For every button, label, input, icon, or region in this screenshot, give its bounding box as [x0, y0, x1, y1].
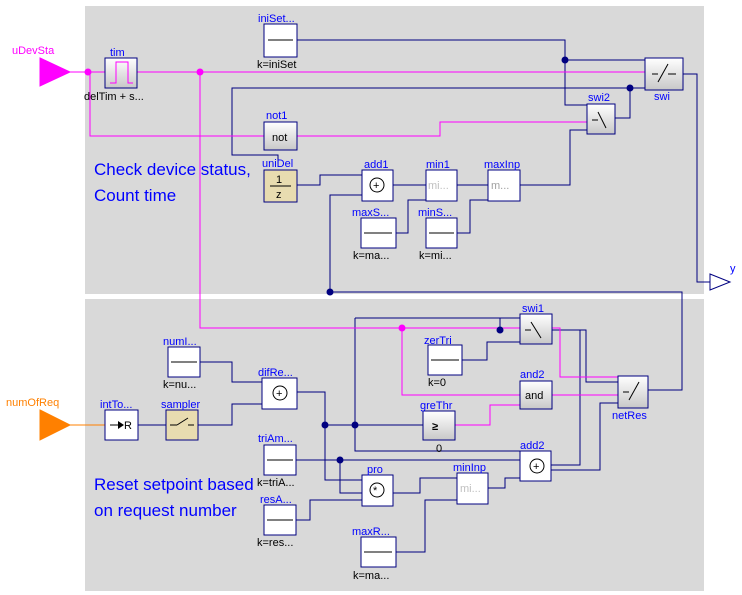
maxR-name: maxR...	[352, 526, 390, 538]
input-uDevSta[interactable]: uDevSta	[12, 45, 72, 87]
block-minInp[interactable]: mi... minInp	[453, 462, 489, 505]
block-swi1[interactable]: swi1	[519, 303, 553, 345]
block-maxR[interactable]: maxR... k=ma...	[352, 526, 397, 582]
swi-name: swi	[654, 91, 670, 103]
block-tim[interactable]: tim delTim + s...	[84, 47, 144, 103]
comment-top-line2: Count time	[94, 186, 176, 205]
uniDel-top: 1	[276, 174, 282, 186]
intTo-text: R	[124, 420, 132, 432]
block-add2[interactable]: + add2	[519, 440, 552, 482]
block-numI[interactable]: numI... k=nu...	[163, 336, 201, 391]
svg-text:+: +	[276, 388, 282, 400]
comment-top-line1: Check device status,	[94, 160, 251, 179]
bool-wires	[70, 71, 645, 426]
greThr-param: 0	[436, 443, 442, 455]
iniSet-param: k=iniSet	[257, 59, 296, 71]
iniSet-name: iniSet...	[258, 13, 295, 25]
real-wires	[138, 39, 710, 553]
block-swi[interactable]: swi	[644, 57, 684, 103]
uniDel-bottom: z	[276, 189, 282, 201]
block-triAm[interactable]: triAm... k=triA...	[257, 433, 297, 489]
maxS-name: maxS...	[352, 207, 389, 219]
sampler-name: sampler	[161, 399, 200, 411]
triAm-param: k=triA...	[257, 477, 295, 489]
uniDel-name: uniDel	[262, 158, 293, 170]
svg-text:≥: ≥	[432, 421, 438, 433]
top-panel	[85, 6, 704, 294]
output-y[interactable]: y	[709, 263, 736, 291]
block-pro[interactable]: * pro	[361, 464, 394, 507]
block-add1[interactable]: + add1	[361, 159, 394, 202]
block-sampler[interactable]: sampler	[161, 399, 200, 441]
block-uniDel[interactable]: 1 z uniDel	[262, 158, 298, 203]
input-numOfReq[interactable]: numOfReq	[6, 397, 72, 441]
minInp-text: mi...	[460, 483, 481, 495]
numOfReq-label: numOfReq	[6, 397, 59, 409]
numI-param: k=nu...	[163, 379, 196, 391]
block-difRe[interactable]: + difRe...	[258, 367, 298, 410]
svg-text:+: +	[533, 461, 539, 473]
block-iniSet[interactable]: iniSet... k=iniSet	[257, 13, 298, 71]
block-min1[interactable]: mi... min1	[425, 159, 458, 202]
resA-param: k=res...	[257, 537, 293, 549]
and2-name: and2	[520, 369, 544, 381]
zerTri-name: zerTri	[424, 335, 452, 347]
netRes-name: netRes	[612, 410, 647, 422]
numI-name: numI...	[163, 336, 197, 348]
comment-bottom-line2: on request number	[94, 501, 237, 520]
minS-name: minS...	[418, 207, 452, 219]
block-greThr[interactable]: ≥ greThr 0	[420, 400, 456, 455]
min1-name: min1	[426, 159, 450, 171]
difRe-name: difRe...	[258, 367, 293, 379]
min1-text: mi...	[428, 180, 449, 192]
maxInp-text: m...	[491, 180, 509, 192]
comment-bottom-line1: Reset setpoint based	[94, 475, 254, 494]
not1-text: not	[272, 132, 287, 144]
block-swi2[interactable]: swi2	[586, 92, 616, 135]
block-and2[interactable]: and and2	[519, 369, 553, 410]
maxInp-name: maxInp	[484, 159, 520, 171]
not1-name: not1	[266, 110, 287, 122]
maxS-param: k=ma...	[353, 250, 389, 262]
maxR-param: k=ma...	[353, 570, 389, 582]
zerTri-param: k=0	[428, 377, 446, 389]
intTo-name: intTo...	[100, 399, 132, 411]
block-minS[interactable]: minS... k=mi...	[418, 207, 458, 262]
block-zerTri[interactable]: zerTri k=0	[424, 335, 463, 389]
swi1-name: swi1	[522, 303, 544, 315]
block-netRes[interactable]: netRes	[612, 375, 649, 422]
junction-dots	[84, 56, 634, 464]
block-not1[interactable]: not not1	[263, 110, 298, 151]
svg-text:+: +	[373, 180, 379, 192]
minInp-name: minInp	[453, 462, 486, 474]
pro-name: pro	[367, 464, 383, 476]
block-maxInp[interactable]: m... maxInp	[484, 159, 521, 202]
y-label: y	[730, 263, 736, 275]
block-maxS[interactable]: maxS... k=ma...	[352, 207, 397, 262]
add2-name: add2	[520, 440, 544, 452]
triAm-name: triAm...	[258, 433, 293, 445]
block-resA[interactable]: resA... k=res...	[257, 494, 297, 549]
tim-param: delTim + s...	[84, 91, 144, 103]
add1-name: add1	[364, 159, 388, 171]
svg-text:*: *	[373, 485, 378, 497]
tim-name: tim	[110, 47, 125, 59]
uDevSta-label: uDevSta	[12, 45, 55, 57]
swi2-name: swi2	[588, 92, 610, 104]
minS-param: k=mi...	[419, 250, 452, 262]
resA-name: resA...	[260, 494, 292, 506]
block-intTo[interactable]: R intTo...	[100, 399, 139, 441]
and2-text: and	[525, 390, 543, 402]
greThr-name: greThr	[420, 400, 453, 412]
